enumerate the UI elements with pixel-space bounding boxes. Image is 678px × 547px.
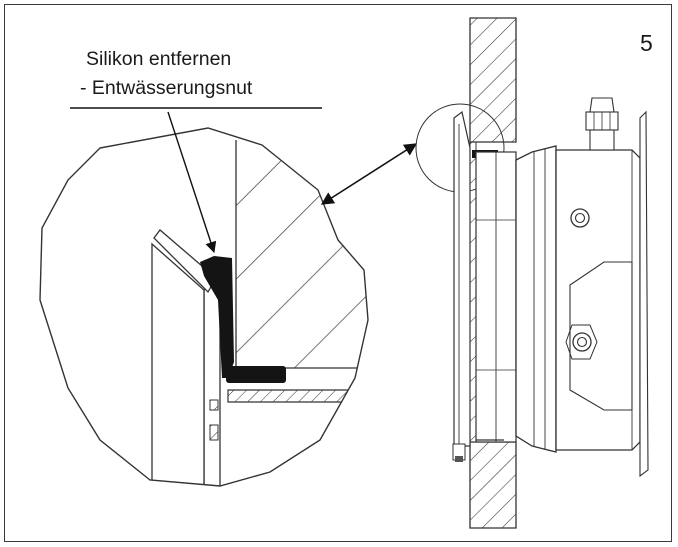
front-bezel	[515, 145, 557, 453]
main-view	[415, 17, 649, 529]
cable-gland	[589, 97, 615, 113]
callout-line-1: Silikon entfernen	[86, 48, 232, 70]
wall-upper	[469, 17, 517, 143]
silicone-bottom	[226, 366, 286, 383]
figure-frame	[4, 4, 672, 542]
detail-link-arrow	[320, 143, 418, 205]
housing-panel	[569, 261, 633, 411]
rear-cover	[639, 110, 649, 478]
step-number: 5	[640, 30, 653, 56]
detail-lower-strip	[227, 389, 368, 403]
detail-view	[39, 127, 369, 487]
callout-leader-arrow	[167, 111, 217, 254]
detail-outline	[39, 127, 369, 487]
mounting-flange	[453, 110, 471, 447]
callout-line-2: - Entwässerungsnut	[80, 77, 253, 99]
wall-lower	[469, 441, 517, 529]
housing-body	[555, 149, 641, 451]
detail-wall-section	[236, 140, 368, 368]
silicone-bead	[200, 256, 234, 378]
detail-frame-profile	[203, 283, 221, 486]
